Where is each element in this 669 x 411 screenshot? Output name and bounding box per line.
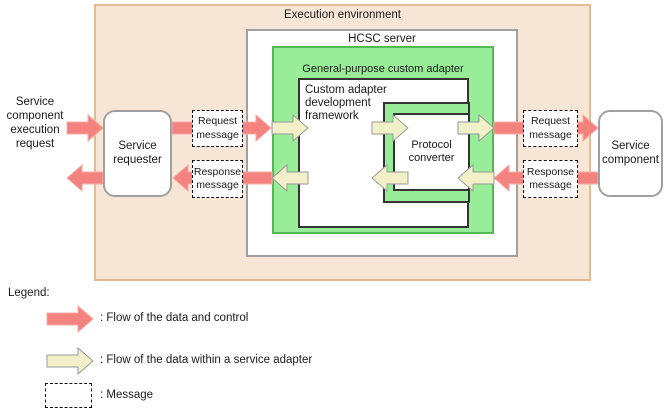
legend-title: Legend: — [8, 287, 50, 299]
request-message-box-left: Request message — [192, 110, 243, 147]
legend-data-flow-arrow-icon — [46, 304, 94, 334]
adapter-flow-arrow-response-out — [271, 163, 309, 193]
data-flow-arrow-request-into-requester — [66, 113, 104, 143]
execution-environment-label: Execution environment — [284, 9, 401, 21]
legend-item-data-flow-label: : Flow of the data and control — [100, 312, 249, 324]
response-message-box-left: Response message — [192, 160, 243, 198]
adapter-flow-arrow-response-from-protocol — [371, 163, 409, 193]
legend-message-box-icon — [45, 383, 92, 408]
service-requester-box: Service requester — [103, 110, 172, 197]
request-message-box-right: Request message — [523, 110, 578, 147]
legend-item-adapter-flow-label: : Flow of the data within a service adap… — [100, 354, 313, 366]
response-message-box-right: Response message — [523, 160, 578, 198]
adapter-flow-arrow-request-out — [457, 113, 495, 143]
service-component-box: Service component — [598, 110, 663, 197]
custom-adapter-framework-label: Custom adapter development framework — [305, 84, 387, 122]
adapter-flow-arrow-response-in — [457, 163, 495, 193]
general-purpose-adapter-label: General-purpose custom adapter — [302, 63, 464, 75]
legend-item-message-label: : Message — [100, 389, 154, 401]
adapter-flow-arrow-request-in — [271, 113, 309, 143]
hcsc-server-label: HCSC server — [348, 33, 416, 45]
data-flow-arrow-response-out-left — [66, 163, 104, 193]
service-component-execution-request-caption: Service component execution request — [6, 96, 64, 150]
legend-adapter-flow-arrow-icon — [46, 346, 94, 376]
adapter-flow-arrow-request-to-protocol — [371, 113, 409, 143]
